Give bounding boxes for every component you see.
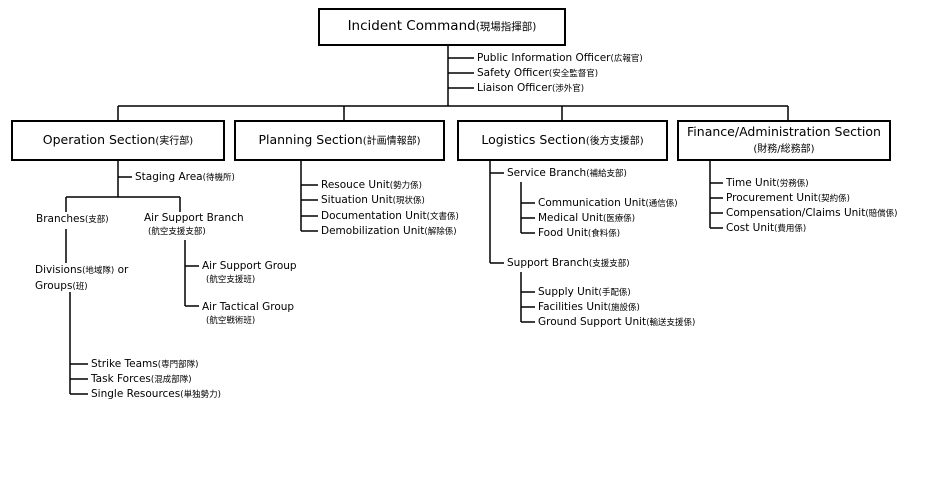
planning-section-label: Planning Section(計画情報部) xyxy=(258,132,421,147)
service-branch: Service Branch(補給支部) xyxy=(507,167,627,179)
operation-section-label: Operation Section(実行部) xyxy=(42,132,194,147)
planning-section-box: Planning Section(計画情報部) xyxy=(234,120,445,161)
resource-unit: Resouce Unit(勢力係) xyxy=(321,179,422,191)
air-tactical-group: Air Tactical Group(航空戦術班) xyxy=(202,301,295,326)
operation-section-box: Operation Section(実行部) xyxy=(11,120,225,161)
logistics-section-label: Logistics Section(後方支援部) xyxy=(481,132,644,147)
strike-teams: Strike Teams(専門部隊) xyxy=(91,358,199,370)
logistics-section-box: Logistics Section(後方支援部) xyxy=(457,120,668,161)
ground-support-unit: Ground Support Unit(輸送支援係) xyxy=(538,316,696,328)
incident-command-box: Incident Command(現場指揮部) xyxy=(318,8,566,46)
task-forces: Task Forces(混成部隊) xyxy=(91,373,192,385)
demobilization-unit: Demobilization Unit(解除係) xyxy=(321,225,457,237)
compensation-claims-unit: Compensation/Claims Unit(賠償係) xyxy=(726,207,898,219)
facilities-unit: Facilities Unit(施設係) xyxy=(538,301,640,313)
documentation-unit: Documentation Unit(文書係) xyxy=(321,210,459,222)
cost-unit: Cost Unit(費用係) xyxy=(726,222,807,234)
incident-command-label: Incident Command(現場指揮部) xyxy=(347,18,537,34)
medical-unit: Medical Unit(医療係) xyxy=(538,212,636,224)
air-support-group: Air Support Group(航空支援班) xyxy=(202,260,297,285)
support-branch: Support Branch(支援支部) xyxy=(507,257,630,269)
supply-unit: Supply Unit(手配係) xyxy=(538,286,631,298)
finance-section-box: Finance/Administration Section(財務/総務部) xyxy=(677,120,891,161)
food-unit: Food Unit(食料係) xyxy=(538,227,621,239)
procurement-unit: Procurement Unit(契約係) xyxy=(726,192,850,204)
situation-unit: Situation Unit(現状係) xyxy=(321,194,425,206)
staff-liaison-officer: Liaison Officer(渉外官) xyxy=(477,82,585,94)
staff-safety-officer: Safety Officer(安全監督官) xyxy=(477,67,599,79)
finance-section-label: Finance/Administration Section(財務/総務部) xyxy=(687,123,881,155)
time-unit: Time Unit(労務係) xyxy=(726,177,809,189)
staging-area: Staging Area(待機所) xyxy=(135,171,235,183)
air-support-branch: Air Support Branch(航空支援支部) xyxy=(144,212,244,237)
branches: Branches(支部) xyxy=(36,213,109,225)
staff-public-information-officer: Public Information Officer(広報官) xyxy=(477,52,643,64)
communication-unit: Communication Unit(通信係) xyxy=(538,197,678,209)
single-resources: Single Resources(単独勢力) xyxy=(91,388,221,400)
